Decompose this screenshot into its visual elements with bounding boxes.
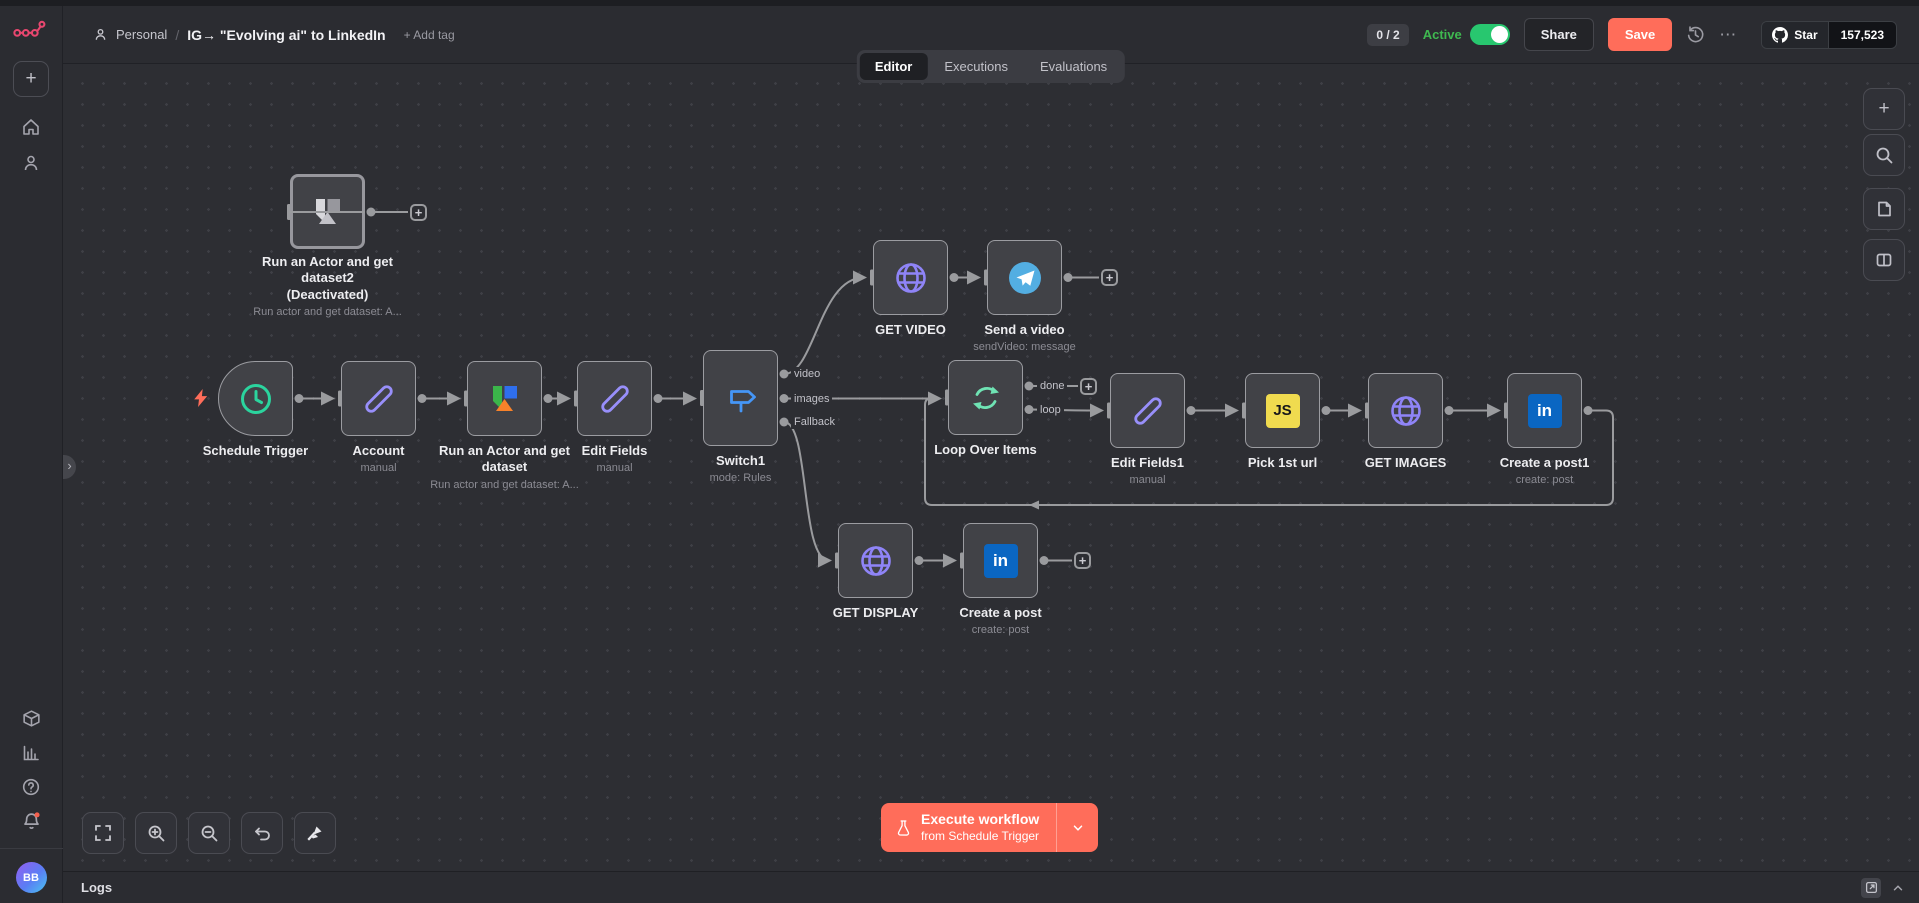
window-top-strip <box>0 0 1919 6</box>
add-workflow-button[interactable]: + <box>13 61 49 97</box>
breadcrumb-separator: / <box>175 26 180 43</box>
tab-executions[interactable]: Executions <box>944 59 1008 74</box>
github-star-count: 157,523 <box>1827 21 1896 48</box>
logs-popout-icon[interactable] <box>1861 877 1881 898</box>
telegram-icon <box>1008 261 1041 294</box>
globe-icon <box>1390 395 1421 426</box>
node-account[interactable]: Account manual <box>341 361 416 474</box>
zoom-out-button[interactable] <box>188 812 230 854</box>
search-nodes-button[interactable] <box>1863 134 1905 176</box>
tidy-up-button[interactable] <box>294 812 336 854</box>
github-star-label: Star <box>1794 27 1818 42</box>
save-button[interactable]: Save <box>1607 18 1673 51</box>
logs-collapse-chevron[interactable] <box>1891 881 1905 895</box>
apify-icon <box>315 198 340 224</box>
sticky-note-button[interactable] <box>1863 188 1905 230</box>
active-label: Active <box>1422 27 1462 42</box>
linkedin-icon: in <box>983 543 1018 578</box>
node-loop-over-items[interactable]: Loop Over Items <box>934 360 1037 457</box>
sidebar-divider <box>0 848 63 849</box>
help-icon[interactable] <box>21 777 41 797</box>
globe-icon <box>860 545 891 576</box>
user-icon[interactable] <box>21 153 41 173</box>
insights-icon[interactable] <box>21 743 41 763</box>
clock-icon <box>240 383 271 414</box>
more-options-button[interactable]: ⋯ <box>1719 24 1738 44</box>
add-node-button[interactable]: + <box>1863 88 1905 130</box>
n8n-logo-icon[interactable] <box>12 18 50 47</box>
node-create-a-post[interactable]: in Create a post create: post <box>959 523 1042 636</box>
trigger-bolt-icon <box>194 389 208 412</box>
pencil-icon <box>1133 396 1162 425</box>
panel-toggle-button[interactable] <box>1863 239 1905 281</box>
node-schedule-trigger[interactable]: Schedule Trigger <box>203 361 308 458</box>
canvas-tool-rail: + <box>1863 88 1905 281</box>
node-get-video[interactable]: GET VIDEO <box>873 240 948 337</box>
execute-options-chevron[interactable] <box>1056 803 1098 852</box>
templates-icon[interactable] <box>21 708 42 729</box>
add-node-plus-button[interactable]: + <box>1101 269 1118 286</box>
workflow-history-icon[interactable] <box>1686 25 1705 44</box>
execute-subtitle: from Schedule Trigger <box>921 828 1040 843</box>
workflow-title[interactable]: IG→ "Evolving ai" to LinkedIn <box>187 26 386 43</box>
node-edit-fields[interactable]: Edit Fields manual <box>577 361 652 474</box>
view-tabs: Editor Executions Evaluations <box>856 50 1126 83</box>
canvas-controls <box>82 812 336 854</box>
node-switch1[interactable]: Switch1 mode: Rules <box>703 350 778 484</box>
toggle-knob <box>1490 26 1508 43</box>
header: Personal / IG→ "Evolving ai" to LinkedIn… <box>63 6 1919 64</box>
sidebar: + <box>0 6 63 903</box>
workspace-user-icon <box>93 27 108 42</box>
node-edit-fields1[interactable]: Edit Fields1 manual <box>1110 373 1185 486</box>
tab-evaluations[interactable]: Evaluations <box>1039 59 1108 74</box>
logs-bar[interactable]: Logs <box>63 871 1919 903</box>
execute-title: Execute workflow <box>921 811 1040 828</box>
breadcrumb: Personal / IG→ "Evolving ai" to LinkedIn… <box>93 27 455 43</box>
apify-icon <box>492 385 517 411</box>
add-node-plus-button[interactable]: + <box>410 203 427 221</box>
javascript-icon: JS <box>1265 393 1300 428</box>
breadcrumb-workspace[interactable]: Personal <box>116 27 168 42</box>
issue-counter-badge[interactable]: 0 / 2 <box>1367 23 1409 46</box>
execute-workflow-button[interactable]: Execute workflow from Schedule Trigger <box>881 803 1099 852</box>
pencil-icon <box>364 384 393 413</box>
switch-sign-icon <box>729 390 756 413</box>
node-create-a-post1[interactable]: in Create a post1 create: post <box>1500 373 1589 486</box>
avatar[interactable]: BB <box>15 862 47 893</box>
workflow-canvas[interactable]: Run an Actor and get dataset2 (Deactivat… <box>63 64 1919 871</box>
zoom-in-button[interactable] <box>135 812 177 854</box>
node-run-actor-dataset2[interactable]: Run an Actor and get dataset2 (Deactivat… <box>253 174 402 318</box>
add-node-plus-button[interactable]: + <box>1074 552 1091 569</box>
notifications-bell-icon[interactable] <box>21 811 42 832</box>
node-pick-1st-url[interactable]: JS Pick 1st url <box>1245 373 1320 470</box>
node-run-actor-dataset[interactable]: Run an Actor and get dataset Run actor a… <box>430 361 579 491</box>
linkedin-icon: in <box>1527 393 1562 428</box>
fit-view-button[interactable] <box>82 812 124 854</box>
globe-icon <box>895 262 926 293</box>
github-icon <box>1772 26 1789 43</box>
pencil-icon <box>600 384 629 413</box>
add-node-plus-button[interactable]: + <box>1080 377 1097 395</box>
home-icon[interactable] <box>21 117 41 137</box>
flask-icon <box>897 819 910 836</box>
node-get-images[interactable]: GET IMAGES <box>1365 373 1446 470</box>
sidebar-expand-chevron[interactable]: › <box>63 455 76 479</box>
tab-editor[interactable]: Editor <box>859 53 928 80</box>
active-toggle[interactable] <box>1469 24 1510 45</box>
share-button[interactable]: Share <box>1523 18 1594 51</box>
add-tag-button[interactable]: + Add tag <box>403 27 455 42</box>
undo-button[interactable] <box>241 812 283 854</box>
github-star-widget[interactable]: Star 157,523 <box>1761 20 1897 49</box>
node-get-display[interactable]: GET DISPLAY <box>833 523 918 620</box>
logs-title: Logs <box>81 880 113 895</box>
loop-icon <box>972 386 999 409</box>
node-send-a-video[interactable]: Send a video sendVideo: message <box>973 240 1076 353</box>
